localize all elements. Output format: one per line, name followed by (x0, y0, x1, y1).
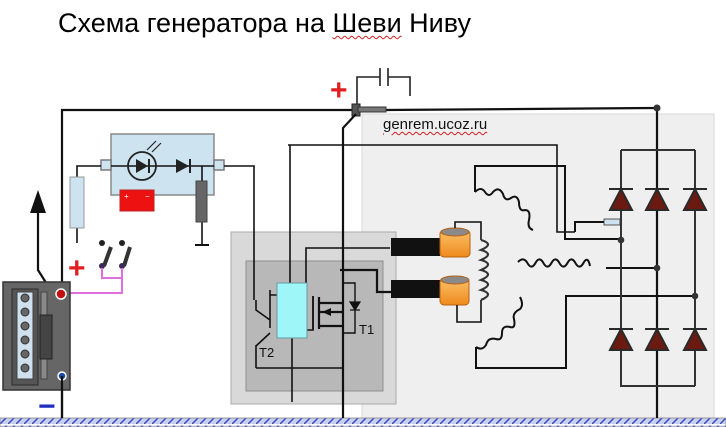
alternator-housing (361, 113, 715, 419)
rotor-winding (477, 238, 490, 302)
svg-text:+: + (124, 192, 129, 201)
load-arrow (30, 190, 56, 298)
regulator-ic (276, 282, 308, 339)
diode-upper-row (608, 186, 708, 211)
transistor-t1-label: T1 (359, 322, 375, 337)
brush-holder (391, 227, 471, 306)
plus-sign-switch: + (68, 252, 86, 285)
transistor-t2-label: T2 (259, 345, 275, 360)
bplus-terminal (351, 103, 387, 117)
ground-bus (0, 417, 726, 427)
capacitor (356, 68, 411, 108)
regulator-inner (245, 260, 384, 392)
panel-resistor (195, 180, 208, 223)
title-prefix: Схема генератора на (58, 8, 333, 38)
panel-battery-icon: + − (119, 189, 155, 212)
page-title: Схема генератора на Шеви Ниву (58, 8, 471, 39)
regulator-wiring (255, 144, 575, 418)
svg-text:−: − (145, 192, 150, 201)
diode-lower-row (608, 326, 708, 351)
fuse (69, 176, 85, 229)
pink-wire (64, 268, 123, 294)
battery (2, 281, 71, 391)
charge-lamp-led-icon (127, 140, 162, 181)
title-underlined-word: Шеви (332, 8, 402, 38)
connector (603, 218, 621, 226)
panel-diode-icon (176, 159, 191, 173)
plus-sign-top: + (330, 74, 348, 107)
battery-positive-terminal (55, 288, 67, 300)
watermark-url: genrem.ucoz.ru (383, 116, 488, 133)
ignition-switch[interactable] (99, 240, 132, 269)
minus-sign-battery: − (38, 390, 56, 423)
title-suffix: Ниву (401, 8, 472, 38)
stator-windings (474, 165, 695, 369)
